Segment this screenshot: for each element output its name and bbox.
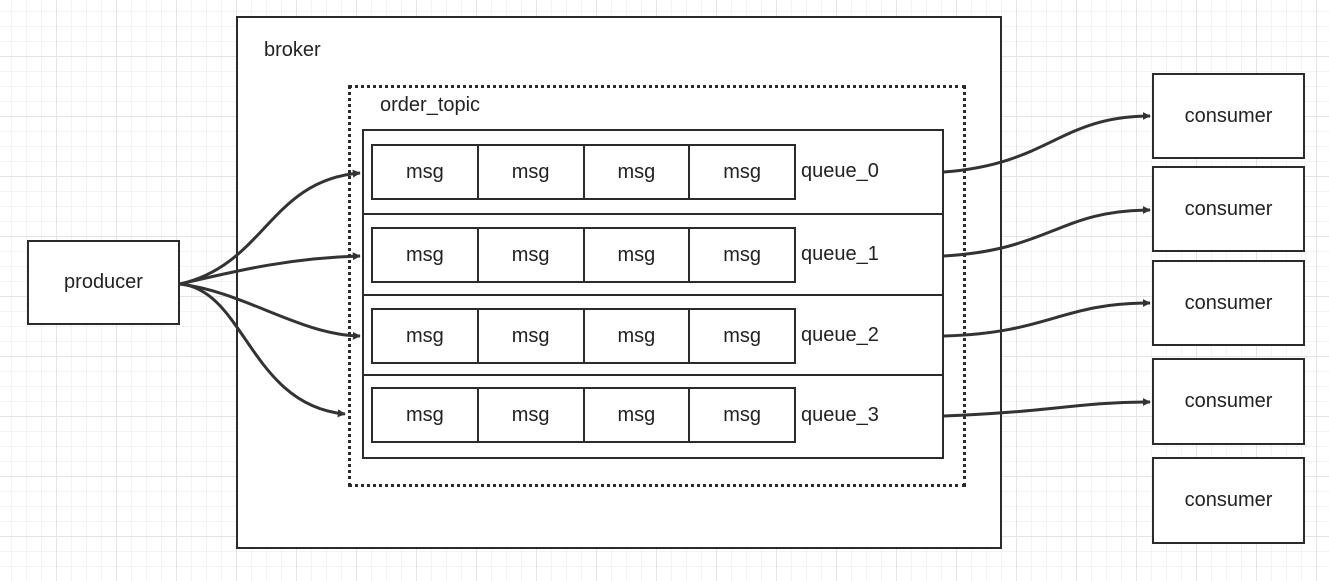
message-box[interactable]: msg	[373, 229, 479, 281]
queue-3-messages: msg msg msg msg	[371, 387, 796, 443]
message-box[interactable]: msg	[585, 146, 691, 198]
consumer-node-3[interactable]: consumer	[1152, 358, 1305, 445]
queue-0-messages: msg msg msg msg	[371, 144, 796, 200]
broker-label: broker	[264, 39, 321, 61]
message-box[interactable]: msg	[723, 403, 762, 426]
producer-node[interactable]: producer	[27, 240, 180, 325]
message-box[interactable]: msg	[373, 389, 479, 441]
topic-label: order_topic	[380, 94, 481, 116]
message-box[interactable]: msg	[479, 146, 585, 198]
message-box[interactable]: msg	[373, 310, 479, 362]
consumer-node-4[interactable]: consumer	[1152, 457, 1305, 544]
queue-2-label: queue_2	[801, 324, 879, 346]
message-box[interactable]: msg	[585, 389, 691, 441]
consumer-node-0[interactable]: consumer	[1152, 73, 1305, 159]
message-box[interactable]: msg	[479, 310, 585, 362]
queue-row-3[interactable]	[362, 374, 944, 459]
message-box[interactable]: msg	[585, 229, 691, 281]
message-box[interactable]: msg	[723, 160, 762, 183]
message-box[interactable]: msg	[585, 310, 691, 362]
queue-2-messages: msg msg msg msg	[371, 308, 796, 364]
consumer-node-1[interactable]: consumer	[1152, 166, 1305, 252]
queue-1-messages: msg msg msg msg	[371, 227, 796, 283]
queue-3-label: queue_3	[801, 404, 879, 426]
message-box[interactable]: msg	[723, 324, 762, 347]
consumer-node-2[interactable]: consumer	[1152, 260, 1305, 346]
queue-0-label: queue_0	[801, 160, 879, 182]
queue-1-label: queue_1	[801, 243, 879, 265]
message-box[interactable]: msg	[723, 243, 762, 266]
message-box[interactable]: msg	[373, 146, 479, 198]
message-box[interactable]: msg	[479, 229, 585, 281]
message-box[interactable]: msg	[479, 389, 585, 441]
